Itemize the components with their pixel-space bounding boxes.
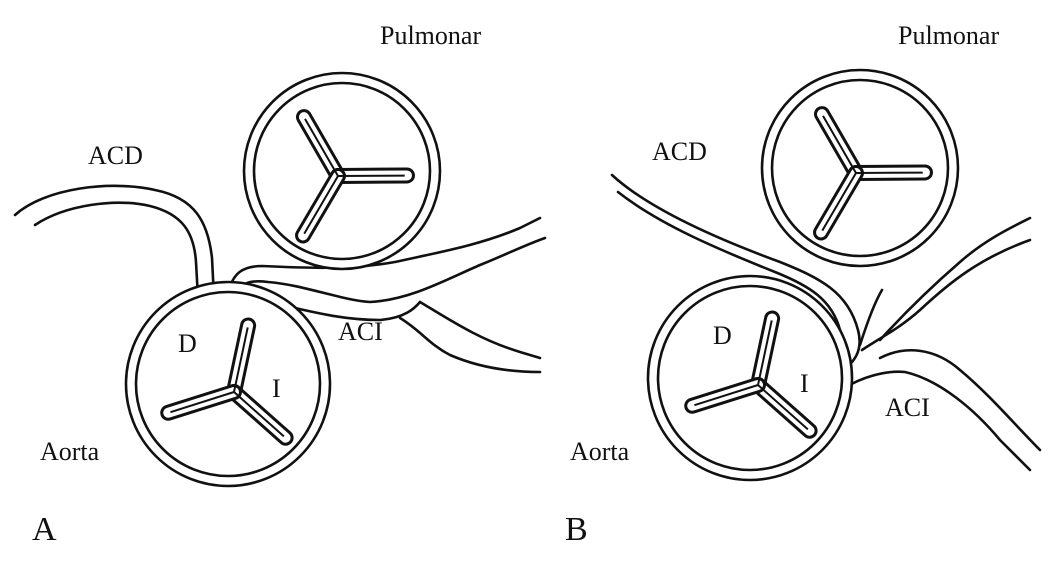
aortic-valve-b: [646, 274, 854, 482]
acd-artery-a: [13, 184, 216, 300]
panel-label-b: B: [565, 511, 588, 548]
panel-a: Pulmonar ACD ACI D I Aorta A: [13, 21, 547, 548]
d-label-b: D: [713, 321, 732, 350]
aortic-valve-a: [124, 280, 332, 488]
acd-label-a: ACD: [88, 141, 143, 170]
acd-label-b: ACD: [652, 137, 707, 166]
aci-artery-b: [843, 216, 1042, 472]
aorta-label-a: Aorta: [40, 437, 100, 466]
panel-label-a: A: [32, 511, 57, 548]
i-label-a: I: [272, 374, 281, 403]
aorta-label-b: Aorta: [570, 437, 630, 466]
pulmonary-valve-a: [242, 71, 442, 271]
aci-label-b: ACI: [885, 393, 930, 422]
panel-b: Pulmonar ACD ACI D I Aorta B: [565, 21, 1042, 548]
pulmonar-label-b: Pulmonar: [898, 21, 999, 50]
d-label-a: D: [178, 329, 197, 358]
pulmonar-label-a: Pulmonar: [380, 21, 481, 50]
aci-label-a: ACI: [338, 317, 383, 346]
i-label-b: I: [800, 369, 809, 398]
pulmonary-valve-b: [760, 68, 960, 268]
